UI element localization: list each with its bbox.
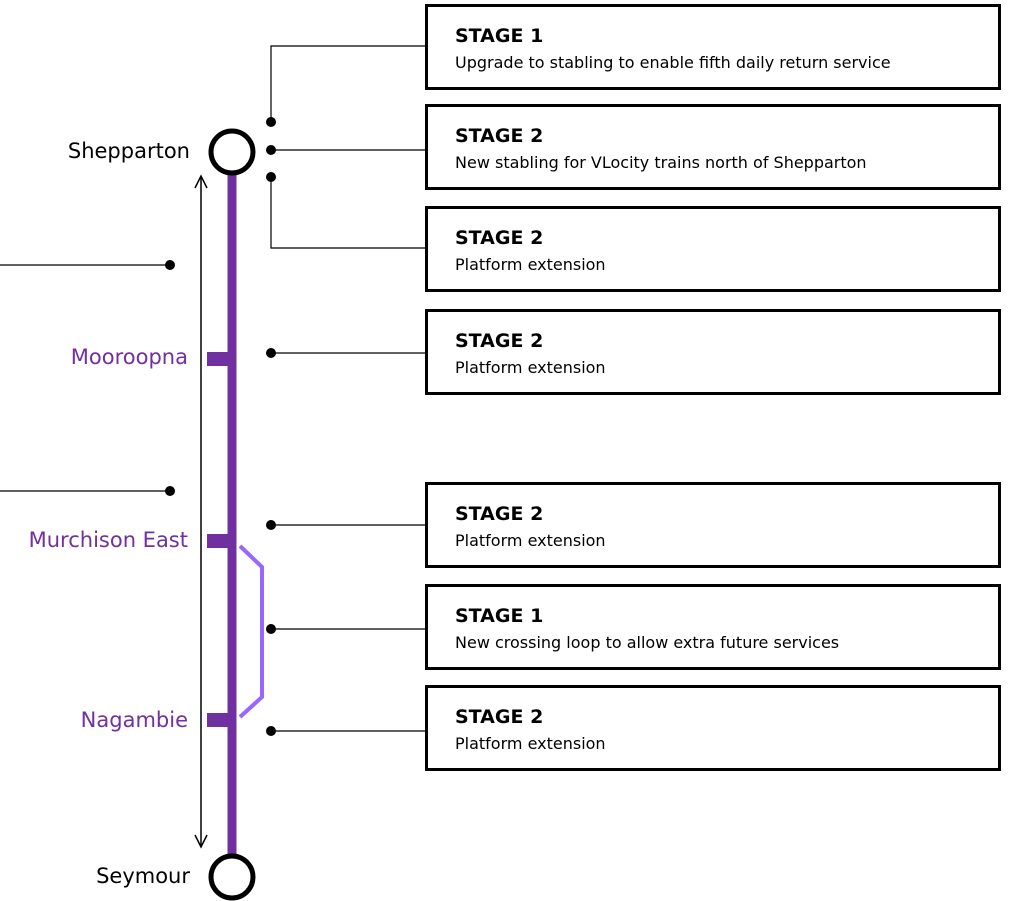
terminus-circle-seymour [208, 853, 256, 901]
station-label-nagambie: Nagambie [80, 708, 188, 732]
stage-label: STAGE 2 [455, 330, 544, 352]
station-label-seymour: Seymour [96, 864, 190, 888]
project-description: Upgrade to stabling to enable fifth dail… [455, 53, 891, 72]
connector-project-7 [266, 726, 427, 736]
station-marker-mooroopna [207, 352, 229, 366]
connector-project-1 [266, 45, 427, 127]
station-label-murchison-east: Murchison East [28, 528, 188, 552]
station-label-mooroopna: Mooroopna [70, 345, 188, 369]
project-box-1: STAGE 1 Upgrade to stabling to enable fi… [425, 4, 1001, 90]
project-box-7: STAGE 2 Platform extension [425, 685, 1001, 771]
project-description: Platform extension [455, 531, 606, 550]
project-description: Platform extension [455, 358, 606, 377]
stage-label: STAGE 2 [455, 503, 544, 525]
project-box-5: STAGE 2 Platform extension [425, 482, 1001, 568]
stage-label: STAGE 2 [455, 125, 544, 147]
connector-project-4 [266, 348, 427, 358]
crossing-loop [238, 544, 264, 719]
project-description: Platform extension [455, 734, 606, 753]
distance-arrow [194, 174, 208, 849]
connector-project-5 [266, 520, 427, 530]
stage-label: STAGE 2 [455, 706, 544, 728]
station-label-shepparton: Shepparton [67, 139, 190, 163]
connector-project-6 [266, 624, 427, 634]
project-box-4: STAGE 2 Platform extension [425, 309, 1001, 395]
stage-label: STAGE 1 [455, 605, 544, 627]
terminus-circle-shepparton [208, 128, 256, 176]
stage-label: STAGE 2 [455, 227, 544, 249]
stage-label: STAGE 1 [455, 25, 544, 47]
project-description: New stabling for VLocity trains north of… [455, 153, 867, 172]
project-description: New crossing loop to allow extra future … [455, 633, 840, 652]
project-description: Platform extension [455, 255, 606, 274]
project-box-3: STAGE 2 Platform extension [425, 206, 1001, 292]
project-box-2: STAGE 2 New stabling for VLocity trains … [425, 104, 1001, 190]
left-connector-upper [0, 260, 175, 270]
station-marker-murchison-east [207, 534, 229, 548]
connector-project-2 [266, 145, 427, 155]
station-marker-nagambie [207, 713, 229, 727]
project-box-6: STAGE 1 New crossing loop to allow extra… [425, 584, 1001, 670]
connector-project-3 [266, 172, 427, 249]
left-connector-lower [0, 486, 175, 496]
